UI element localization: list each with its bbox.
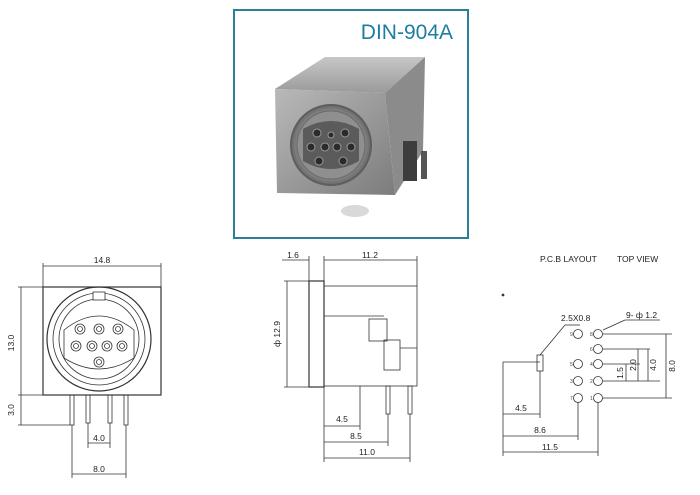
side-panel-label: 1.6 [287,250,299,260]
pcb-dim-8-0: 8.0 [667,360,677,372]
model-label: DIN-904A [360,21,453,44]
pcb-holes [573,329,603,403]
pcb-dim-8-6: 8.6 [534,425,546,435]
pcb-dim-11-5: 11.5 [542,442,558,452]
side-diameter-label: ф 12.9 [272,321,282,347]
front-lead-span-label: 8.0 [93,464,105,474]
pcb-view-label: TOP VIEW [617,254,658,264]
front-view [18,263,162,478]
pin-number: 3 [570,379,573,385]
product-photo-frame: DIN-904A [233,9,469,239]
front-lead-length-label: 3.0 [6,404,16,416]
pcb-slot-label: 2.5X0.8 [561,313,591,323]
side-lead-span-label: 8.5 [350,431,362,441]
pin-number: 4 [590,362,593,368]
pin-number: 1 [590,396,593,402]
pin-number: 6 [590,347,593,353]
pin-number: 8 [590,332,593,338]
pcb-layout-title: P.C.B LAYOUT [540,254,597,264]
side-lead-offset-label: 4.5 [336,414,348,424]
front-pins [70,323,128,368]
front-height-label: 13.0 [6,334,16,351]
side-view [282,256,418,462]
side-overall-label: 11.0 [359,447,375,457]
side-depth-label: 11.2 [362,250,378,260]
front-width-label: 14.8 [94,255,111,265]
pcb-layout [501,293,672,456]
pcb-dim-1-5: 1.5 [615,367,625,379]
pin-number: 5 [570,362,573,368]
front-pitch-label: 4.0 [93,433,105,443]
pcb-pin-numbers: 9 8 6 5 4 3 2 1 7 [570,332,593,402]
pcb-dim-4-5: 4.5 [515,403,527,413]
pcb-dim-2-0: 2.0 [628,359,638,371]
pin-number: 2 [590,379,593,385]
pin-number: 9 [570,332,573,338]
pin-number: 7 [570,396,573,402]
pcb-dim-4-0: 4.0 [648,359,658,371]
pcb-holes-label: 9- ф 1.2 [626,310,657,320]
connector-photo [275,57,427,217]
